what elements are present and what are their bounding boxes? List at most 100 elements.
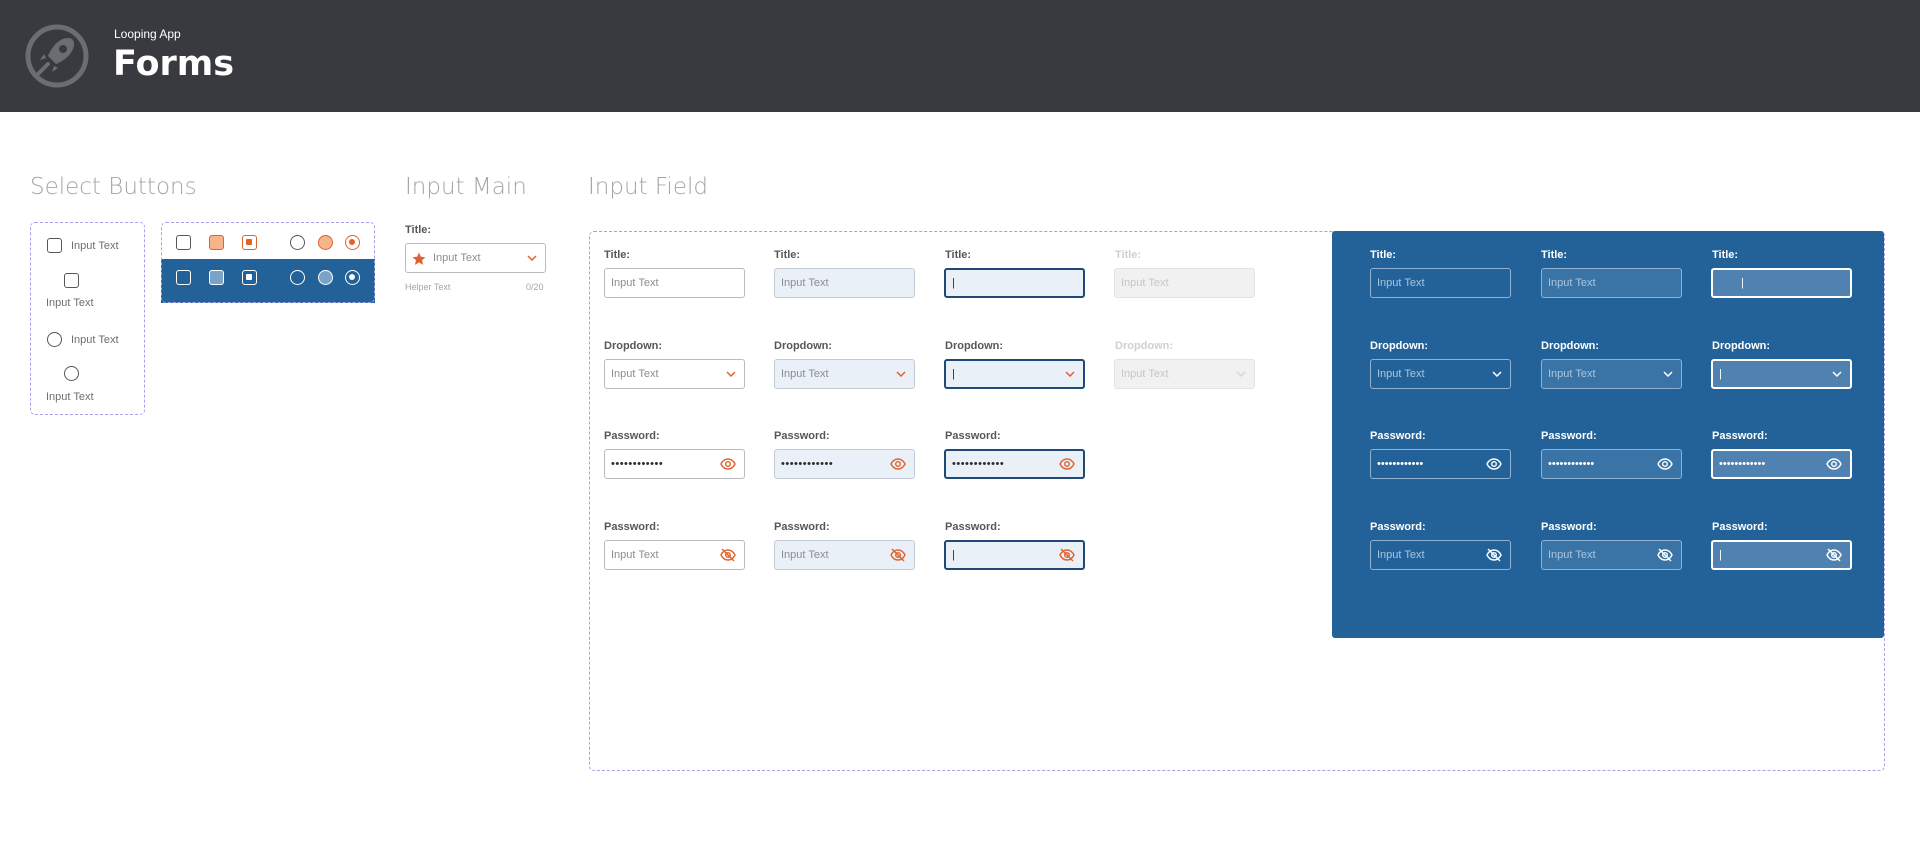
dark-dropdown-hover[interactable]: Input Text — [1541, 359, 1682, 389]
title-input-focus[interactable]: | — [944, 268, 1085, 298]
placeholder: Input Text — [781, 368, 829, 380]
dark-dropdown-focus[interactable]: | — [1711, 359, 1852, 389]
radio-option[interactable]: Input Text — [47, 332, 119, 347]
password-label: Password: — [604, 430, 660, 442]
input-field-group — [589, 231, 1885, 771]
password-input-focus[interactable]: •••••••••••• — [944, 449, 1085, 479]
eye-off-icon[interactable] — [1826, 548, 1842, 562]
text-cursor: | — [952, 277, 955, 289]
input-main-placeholder: Input Text — [433, 252, 481, 264]
dark-dropdown-default[interactable]: Input Text — [1370, 359, 1511, 389]
radio-checked[interactable] — [345, 235, 360, 250]
eye-icon[interactable] — [1657, 458, 1673, 470]
dropdown-label: Dropdown: — [774, 340, 833, 352]
radio-default[interactable] — [290, 235, 305, 250]
placeholder: Input Text — [1121, 277, 1169, 289]
dropdown-default[interactable]: Input Text — [604, 359, 745, 389]
password-input-default[interactable]: •••••••••••• — [604, 449, 745, 479]
eye-icon[interactable] — [1486, 458, 1502, 470]
text-cursor: | — [1741, 277, 1744, 289]
eye-icon[interactable] — [720, 458, 736, 470]
chevron-down-icon — [1065, 371, 1075, 377]
chevron-down-icon — [1832, 371, 1842, 377]
dark-title-input-focus[interactable]: | — [1711, 268, 1852, 298]
checkbox-dark-checked[interactable] — [242, 270, 257, 285]
dark-title-input-hover[interactable]: Input Text — [1541, 268, 1682, 298]
password-label: Password: — [1370, 521, 1426, 533]
password-label: Password: — [1541, 521, 1597, 533]
password-input-hover[interactable]: •••••••••••• — [774, 449, 915, 479]
dropdown-hover[interactable]: Input Text — [774, 359, 915, 389]
eye-off-icon[interactable] — [890, 548, 906, 562]
radio-button[interactable] — [47, 332, 62, 347]
password-input-hidden-default[interactable]: Input Text — [604, 540, 745, 570]
dark-theme-panel — [1332, 231, 1884, 638]
input-main-field[interactable]: Input Text — [405, 243, 546, 273]
password-input-hidden-hover[interactable]: Input Text — [774, 540, 915, 570]
checkbox-stacked-label: Input Text — [46, 297, 94, 309]
dark-password-input-hover[interactable]: •••••••••••• — [1541, 449, 1682, 479]
text-cursor: | — [1719, 368, 1722, 380]
chevron-down-icon — [1236, 371, 1246, 377]
dropdown-label-disabled: Dropdown: — [1115, 340, 1174, 352]
dropdown-focus[interactable]: | — [944, 359, 1085, 389]
input-main-label: Title: — [405, 224, 432, 236]
checkbox-dark-default[interactable] — [176, 270, 191, 285]
title-input-hover[interactable]: Input Text — [774, 268, 915, 298]
title-label: Title: — [604, 249, 631, 261]
checkbox-hover[interactable] — [209, 235, 224, 250]
password-label: Password: — [1712, 430, 1768, 442]
eye-icon[interactable] — [890, 458, 906, 470]
eye-off-icon[interactable] — [720, 548, 736, 562]
checkbox-checked[interactable] — [242, 235, 257, 250]
password-mask: •••••••••••• — [1719, 458, 1766, 470]
dark-password-input-hidden-focus[interactable]: | — [1711, 540, 1852, 570]
eye-off-icon[interactable] — [1059, 548, 1075, 562]
title-label: Title: — [1370, 249, 1397, 261]
select-states-group — [161, 222, 375, 303]
checkbox-default[interactable] — [176, 235, 191, 250]
placeholder: Input Text — [781, 549, 829, 561]
select-states-dark-row — [161, 259, 375, 303]
app-header: Looping App Forms — [0, 0, 1920, 112]
password-label: Password: — [945, 430, 1001, 442]
password-label: Password: — [1370, 430, 1426, 442]
eye-off-icon[interactable] — [1657, 548, 1673, 562]
chevron-down-icon — [726, 371, 736, 377]
title-input-default[interactable]: Input Text — [604, 268, 745, 298]
dark-password-input-focus[interactable]: •••••••••••• — [1711, 449, 1852, 479]
placeholder: Input Text — [1377, 368, 1425, 380]
helper-text: Helper Text — [405, 282, 451, 292]
password-input-hidden-focus[interactable]: | — [944, 540, 1085, 570]
section-title-input-main: Input Main — [405, 174, 527, 200]
checkbox[interactable] — [47, 238, 62, 253]
checkbox-dark-hover[interactable] — [209, 270, 224, 285]
dropdown-label: Dropdown: — [945, 340, 1004, 352]
dark-password-input-default[interactable]: •••••••••••• — [1370, 449, 1511, 479]
radio-stacked[interactable] — [64, 366, 79, 381]
dropdown-label: Dropdown: — [1712, 340, 1771, 352]
dark-password-input-hidden-hover[interactable]: Input Text — [1541, 540, 1682, 570]
app-name: Looping App — [114, 27, 181, 41]
password-mask: •••••••••••• — [611, 458, 664, 470]
radio-dark-hover[interactable] — [318, 270, 333, 285]
placeholder: Input Text — [1377, 277, 1425, 289]
chevron-down-icon — [896, 371, 906, 377]
eye-off-icon[interactable] — [1486, 548, 1502, 562]
radio-hover[interactable] — [318, 235, 333, 250]
radio-dark-checked[interactable] — [345, 270, 360, 285]
radio-dark-default[interactable] — [290, 270, 305, 285]
eye-icon[interactable] — [1826, 458, 1842, 470]
dark-title-input-default[interactable]: Input Text — [1370, 268, 1511, 298]
char-counter: 0/20 — [526, 282, 544, 292]
checkbox-option[interactable]: Input Text — [47, 238, 119, 253]
password-mask: •••••••••••• — [1548, 458, 1595, 470]
placeholder: Input Text — [781, 277, 829, 289]
chevron-down-icon[interactable] — [527, 255, 537, 261]
placeholder: Input Text — [1121, 368, 1169, 380]
placeholder: Input Text — [1548, 368, 1596, 380]
dark-password-input-hidden-default[interactable]: Input Text — [1370, 540, 1511, 570]
eye-icon[interactable] — [1059, 458, 1075, 470]
password-label: Password: — [1712, 521, 1768, 533]
checkbox-stacked[interactable] — [64, 273, 79, 288]
